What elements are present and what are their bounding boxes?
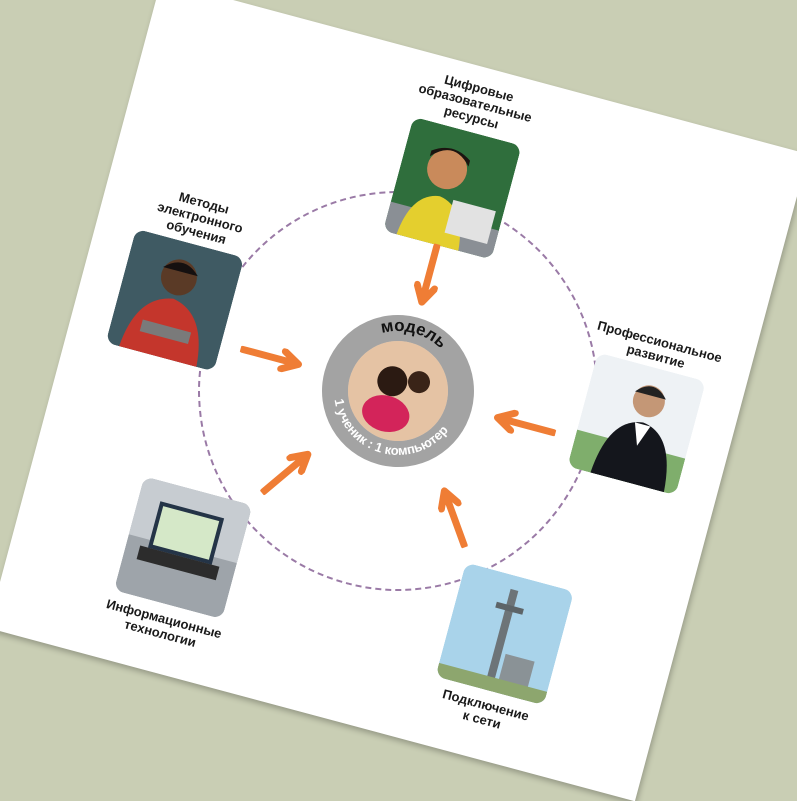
node-network-photo — [435, 562, 575, 706]
node-professional-photo — [567, 352, 706, 496]
arrow-it — [254, 439, 323, 502]
node-it-photo — [113, 476, 253, 620]
node-digital-resources-photo — [382, 116, 522, 260]
node-elearning-photo — [105, 228, 245, 372]
arrow-elearning — [237, 337, 311, 378]
arrow-digital-resources — [408, 241, 449, 315]
arrow-professional — [485, 403, 559, 444]
arrow-network — [430, 477, 476, 551]
